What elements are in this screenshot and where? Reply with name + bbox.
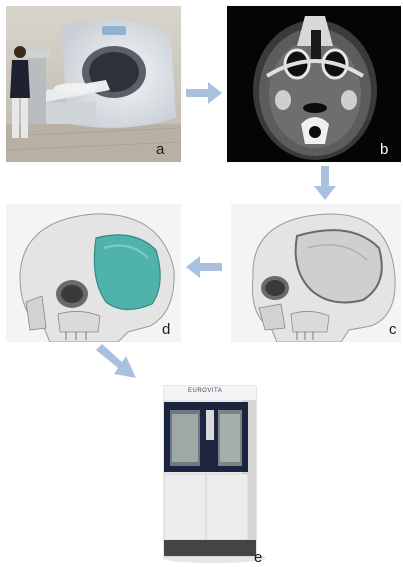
3d-printer-photo: EUROVITA e — [148, 374, 270, 566]
mri-scanner-photo: a — [6, 6, 181, 162]
arrow-down-icon — [314, 166, 336, 200]
arrow-left-icon — [186, 256, 222, 278]
skull-implant-3d: d — [6, 204, 181, 342]
skull-defect-icon — [231, 204, 401, 342]
ct-slice-icon — [227, 6, 401, 162]
panel-label-e: e — [254, 550, 262, 565]
skull-implant-icon — [6, 204, 181, 342]
arrow-right-icon — [186, 82, 222, 104]
panel-label-a: a — [156, 142, 164, 157]
panel-label-b: b — [380, 142, 388, 157]
panel-label-d: d — [162, 322, 170, 337]
skull-defect-3d: c — [231, 204, 401, 342]
3d-printer-icon — [148, 374, 270, 566]
arrow-diagonal-icon — [94, 344, 138, 380]
panel-label-c: c — [389, 322, 397, 337]
ct-scan-slice: b — [227, 6, 401, 162]
mri-scanner-icon — [6, 6, 181, 162]
printer-brand-text: EUROVITA — [188, 388, 222, 394]
